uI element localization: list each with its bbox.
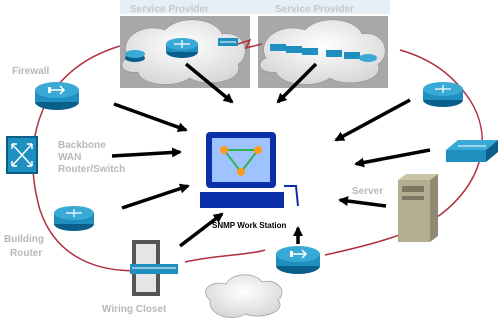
service-provider-1-label: Service Provider (130, 4, 209, 15)
wiring-closet-label: Wiring Closet (102, 304, 167, 315)
right-router-icon (423, 82, 463, 107)
arrow-provider1 (184, 62, 234, 104)
building-router-icon (54, 206, 94, 231)
server-label: Server (352, 186, 383, 197)
arrow-firewall (113, 102, 188, 132)
provider-switch-1 (218, 38, 238, 46)
backbone-label-2: WAN (58, 152, 81, 163)
arrow-backbone (111, 147, 182, 158)
snmp-station-label: SNMP Work Station (212, 221, 286, 230)
snmp-workstation-icon (200, 132, 299, 208)
provider-router-1 (166, 38, 198, 58)
network-ring (32, 45, 483, 272)
arrow-wiring (178, 212, 224, 248)
building-router-label-1: Building (4, 234, 44, 245)
provider-switch-row-2 (270, 44, 377, 62)
server-icon (398, 174, 438, 242)
firewall-label: Firewall (12, 66, 49, 77)
bottom-cloud (205, 274, 283, 318)
backbone-label-1: Backbone (58, 140, 106, 151)
firewall-router-icon (35, 82, 79, 110)
provider-link (237, 38, 263, 50)
service-provider-2-label: Service Provider (275, 4, 354, 15)
arrow-server (338, 196, 387, 208)
provider-router-small-1 (125, 50, 145, 62)
header-band (120, 0, 390, 14)
arrow-right-router (334, 98, 411, 142)
arrow-provider2 (276, 62, 318, 104)
right-switch-icon (446, 140, 498, 162)
building-router-label-2: Router (10, 248, 42, 259)
bottom-firewall-icon (276, 246, 320, 274)
service-provider-2 (258, 16, 388, 88)
backbone-switch-icon (6, 136, 38, 174)
arrow-right-switch (354, 148, 431, 168)
wiring-closet-icon (130, 240, 178, 296)
backbone-label-3: Router/Switch (58, 164, 125, 175)
arrow-building (121, 183, 190, 210)
arrows (111, 62, 431, 248)
